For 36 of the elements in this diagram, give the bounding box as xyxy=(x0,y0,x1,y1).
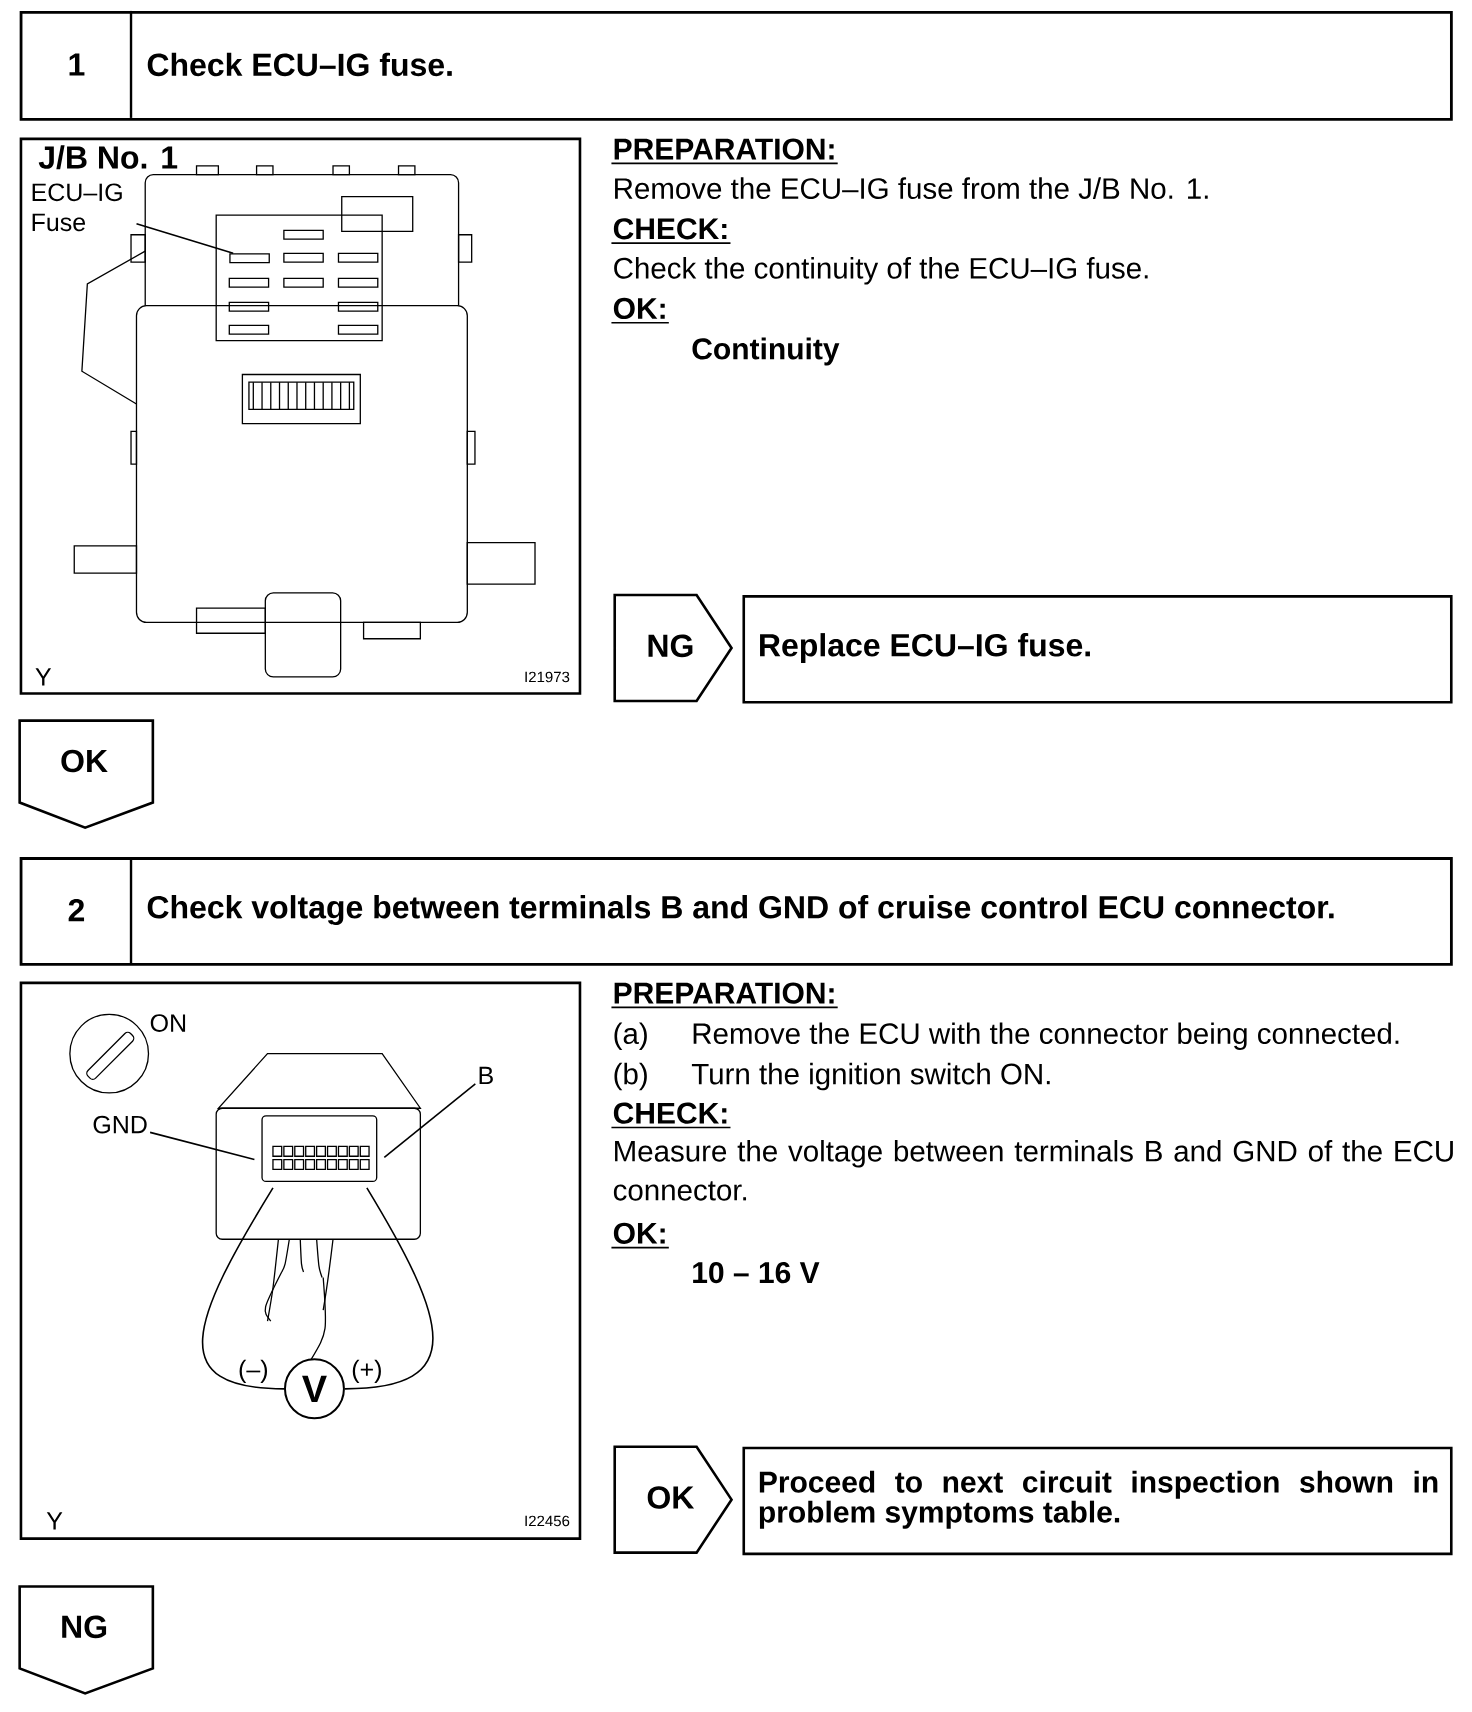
section-heading: CHECK: xyxy=(610,218,732,244)
result-chevron: OK xyxy=(613,1445,734,1554)
section-heading: OK: xyxy=(610,1222,670,1249)
instruction-text: (a) xyxy=(614,1022,647,1050)
step-header-box: 2 Check voltage between terminals B and GND of cruise control ECU connector. xyxy=(19,857,1453,966)
instruction-text: Remove the ECU with the connector being connected. xyxy=(693,1022,1399,1050)
result-chevron: NG xyxy=(18,1585,155,1695)
callout-label: B xyxy=(479,1066,493,1085)
leader-line xyxy=(383,1083,477,1159)
leader-line xyxy=(149,1131,256,1161)
probe-wire xyxy=(202,1187,285,1390)
probe-wire xyxy=(344,1187,434,1390)
instruction-text: Check the continuity of the ECU–IG fuse. xyxy=(614,257,1148,285)
action-box: Replace ECU–IG fuse. xyxy=(742,595,1453,704)
step-header-box: 1 Check ECU–IG fuse. xyxy=(19,10,1453,121)
instruction-text: Turn the ignition switch ON. xyxy=(692,1062,1050,1091)
result-chevron: OK xyxy=(18,719,155,829)
leader-line xyxy=(135,222,235,255)
spec-value: Continuity xyxy=(692,337,840,366)
switch-label: ON xyxy=(150,1014,186,1032)
section-heading: CHECK: xyxy=(610,1102,732,1129)
section-heading: PREPARATION: xyxy=(610,138,839,165)
section-heading: PREPARATION: xyxy=(610,982,839,1009)
callout-label: ECU–IG Fuse xyxy=(32,183,122,232)
polarity-label: (–) xyxy=(239,1359,268,1383)
action-box: Proceed to next circuit inspection shown in problem symptoms table. xyxy=(742,1446,1453,1556)
section-heading: OK: xyxy=(610,297,670,324)
spec-value: 10 – 16 V xyxy=(693,1261,820,1284)
fuse xyxy=(229,253,270,264)
instruction-text: Remove the ECU–IG fuse from the J/B No. 1. xyxy=(615,177,1208,199)
instruction-text: (b) xyxy=(614,1062,647,1091)
instruction-text: Measure the voltage between terminals B and GND of the ECU connector. xyxy=(614,1140,1453,1201)
result-chevron: NG xyxy=(613,593,734,703)
polarity-label: (+) xyxy=(352,1359,382,1383)
voltmeter: V xyxy=(284,1358,346,1420)
callout-label: GND xyxy=(93,1115,147,1134)
